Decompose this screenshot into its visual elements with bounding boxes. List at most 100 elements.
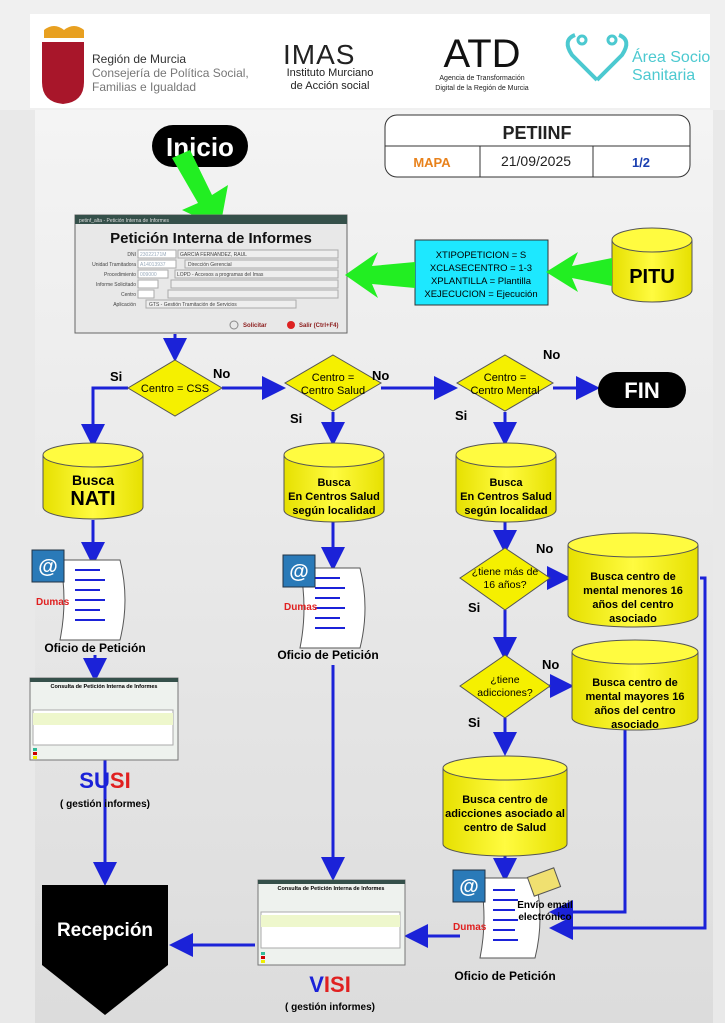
svg-text:centro de Salud: centro de Salud [464,822,547,834]
svg-text:En Centros Salud: En Centros Salud [460,491,552,503]
svg-text:asociado: asociado [611,719,659,731]
svg-text:según localidad: según localidad [464,505,547,517]
svg-text:¿tiene: ¿tiene [490,674,519,686]
email-at-icon [452,869,486,903]
svg-text:LOPD - Accesos a programas del: LOPD - Accesos a programas del Imas [177,272,264,278]
header-band [30,14,710,108]
svg-text:@: @ [459,876,479,898]
svg-text:XPLANTILLA = Plantilla: XPLANTILLA = Plantilla [431,276,532,287]
database-centros-salud-2: Busca En Centros Salud según localidad [455,442,557,523]
svg-text:mental mayores 16: mental mayores 16 [585,691,684,703]
svg-text:IMAS: IMAS [283,39,355,70]
envelope-icon [526,867,562,897]
imas-logo: IMAS Instituto Murciano de Acción social [283,39,373,92]
green-arrow-params [345,252,415,298]
svg-text:Si: Si [468,600,480,615]
svg-text:Consejería de Política Social,: Consejería de Política Social, [92,66,249,80]
decision-mayor-16: ¿tiene más de 16 años? [459,547,551,611]
svg-text:Envío email: Envío email [517,900,573,911]
svg-text:XEJECUCION = Ejecución: XEJECUCION = Ejecución [424,289,537,300]
database-mental-menores: Busca centro de mental menores 16 años d… [567,532,699,628]
visi-title: VISI [309,972,351,997]
email-at-icon [31,549,65,583]
svg-text:Procedimiento: Procedimiento [104,272,136,278]
svg-text:Consulta de Petición Interna d: Consulta de Petición Interna de Informes [278,886,385,892]
page-number: 1/2 [632,155,650,170]
svg-text:XCLASECENTRO = 1-3: XCLASECENTRO = 1-3 [430,263,532,274]
svg-text:A14013937: A14013937 [140,262,166,268]
svg-text:¿tiene más de: ¿tiene más de [472,566,539,578]
svg-text:FIN: FIN [624,378,659,403]
green-arrow-start [172,150,228,228]
svg-text:Busca: Busca [317,477,351,489]
solicitar-button: Solicitar [243,323,267,329]
svg-text:Recepción: Recepción [57,920,153,941]
svg-text:Región de Murcia: Región de Murcia [92,52,186,66]
email-at-icon [282,554,316,588]
map-type: MAPA [413,155,451,170]
svg-text:Familias e Igualdad: Familias e Igualdad [92,80,196,94]
svg-text:Petición Interna de Informes: Petición Interna de Informes [110,230,312,247]
svg-text:años del centro: años del centro [594,705,676,717]
svg-text:DNI: DNI [127,252,136,258]
svg-text:adicciones?: adicciones? [477,687,533,699]
svg-text:Informe Solicitado: Informe Solicitado [96,282,136,288]
svg-text:23022171M: 23022171M [140,252,166,258]
document-oficio-2: @ Dumas Oficio de Petición [277,554,379,662]
flow-arrows [81,334,707,957]
svg-text:petinf_alta - Petición Interna: petinf_alta - Petición Interna de Inform… [79,218,170,224]
svg-text:@: @ [38,556,58,578]
susi-screenshot: Consulta de Petición Interna de Informes [29,677,179,761]
svg-text:No: No [213,366,230,381]
end-terminal [598,372,686,408]
svg-text:Dumas: Dumas [36,597,70,608]
svg-text:de Acción social: de Acción social [291,80,370,92]
decision-adicciones: ¿tiene adicciones? [459,654,551,719]
svg-text:Si: Si [110,369,122,384]
svg-text:Busca centro de: Busca centro de [590,571,676,583]
svg-text:Aplicación: Aplicación [113,302,136,308]
svg-text:Instituto Murciano: Instituto Murciano [287,67,374,79]
atd-logo: ATD Agencia de Transformación Digital de… [435,32,528,92]
decision-centro-salud: Centro = Centro Salud [284,354,382,412]
svg-text:Centro: Centro [121,292,136,298]
svg-text:asociado: asociado [609,613,657,625]
svg-text:años del centro: años del centro [592,599,674,611]
svg-text:mental menores 16: mental menores 16 [583,585,683,597]
svg-text:No: No [543,347,560,362]
svg-text:Si: Si [290,411,302,426]
svg-text:@: @ [289,561,309,583]
svg-text:Consulta de Petición Interna d: Consulta de Petición Interna de Informes [51,684,158,690]
svg-text:Agencia de Transformación: Agencia de Transformación [439,75,524,82]
decision-centro-css: Centro = CSS [127,359,223,417]
database-centros-salud-1: Busca En Centros Salud según localidad [283,442,385,523]
svg-text:Dumas: Dumas [284,602,318,613]
svg-text:En Centros Salud: En Centros Salud [288,491,380,503]
database-nati: Busca NATI [42,442,144,520]
svg-text:( gestión informes): ( gestión informes) [285,1002,375,1013]
svg-text:según localidad: según localidad [292,505,375,517]
murcia-logo: Región de Murcia Consejería de Política … [42,26,249,104]
svg-text:Centro =: Centro = [312,372,355,384]
svg-text:Centro Mental: Centro Mental [470,385,539,397]
svg-text:ATD: ATD [443,32,520,76]
peticion-form-screenshot: petinf_alta - Petición Interna de Inform… [74,214,348,334]
svg-text:No: No [536,541,553,556]
decision-centro-mental: Centro = Centro Mental [456,354,554,412]
svg-text:Oficio de Petición: Oficio de Petición [277,648,378,662]
svg-text:Dirección Gerencial: Dirección Gerencial [188,262,232,268]
svg-text:PITU: PITU [629,266,675,288]
svg-text:Centro Salud: Centro Salud [301,385,365,397]
svg-text:Oficio de Petición: Oficio de Petición [454,969,555,983]
svg-text:Busca centro de: Busca centro de [592,677,678,689]
visi-screenshot: Consulta de Petición Interna de Informes [257,879,406,966]
svg-text:Busca: Busca [489,477,523,489]
svg-text:16 años?: 16 años? [483,579,526,591]
svg-text:No: No [372,368,389,383]
svg-text:009000: 009000 [140,272,157,278]
svg-text:Centro = CSS: Centro = CSS [141,383,209,395]
svg-text:Unidad Tramitadora: Unidad Tramitadora [92,262,136,268]
recepcion-offpage [42,885,168,1015]
area-sociosanitaria-logo: Área Socio Sanitaria [565,33,710,84]
